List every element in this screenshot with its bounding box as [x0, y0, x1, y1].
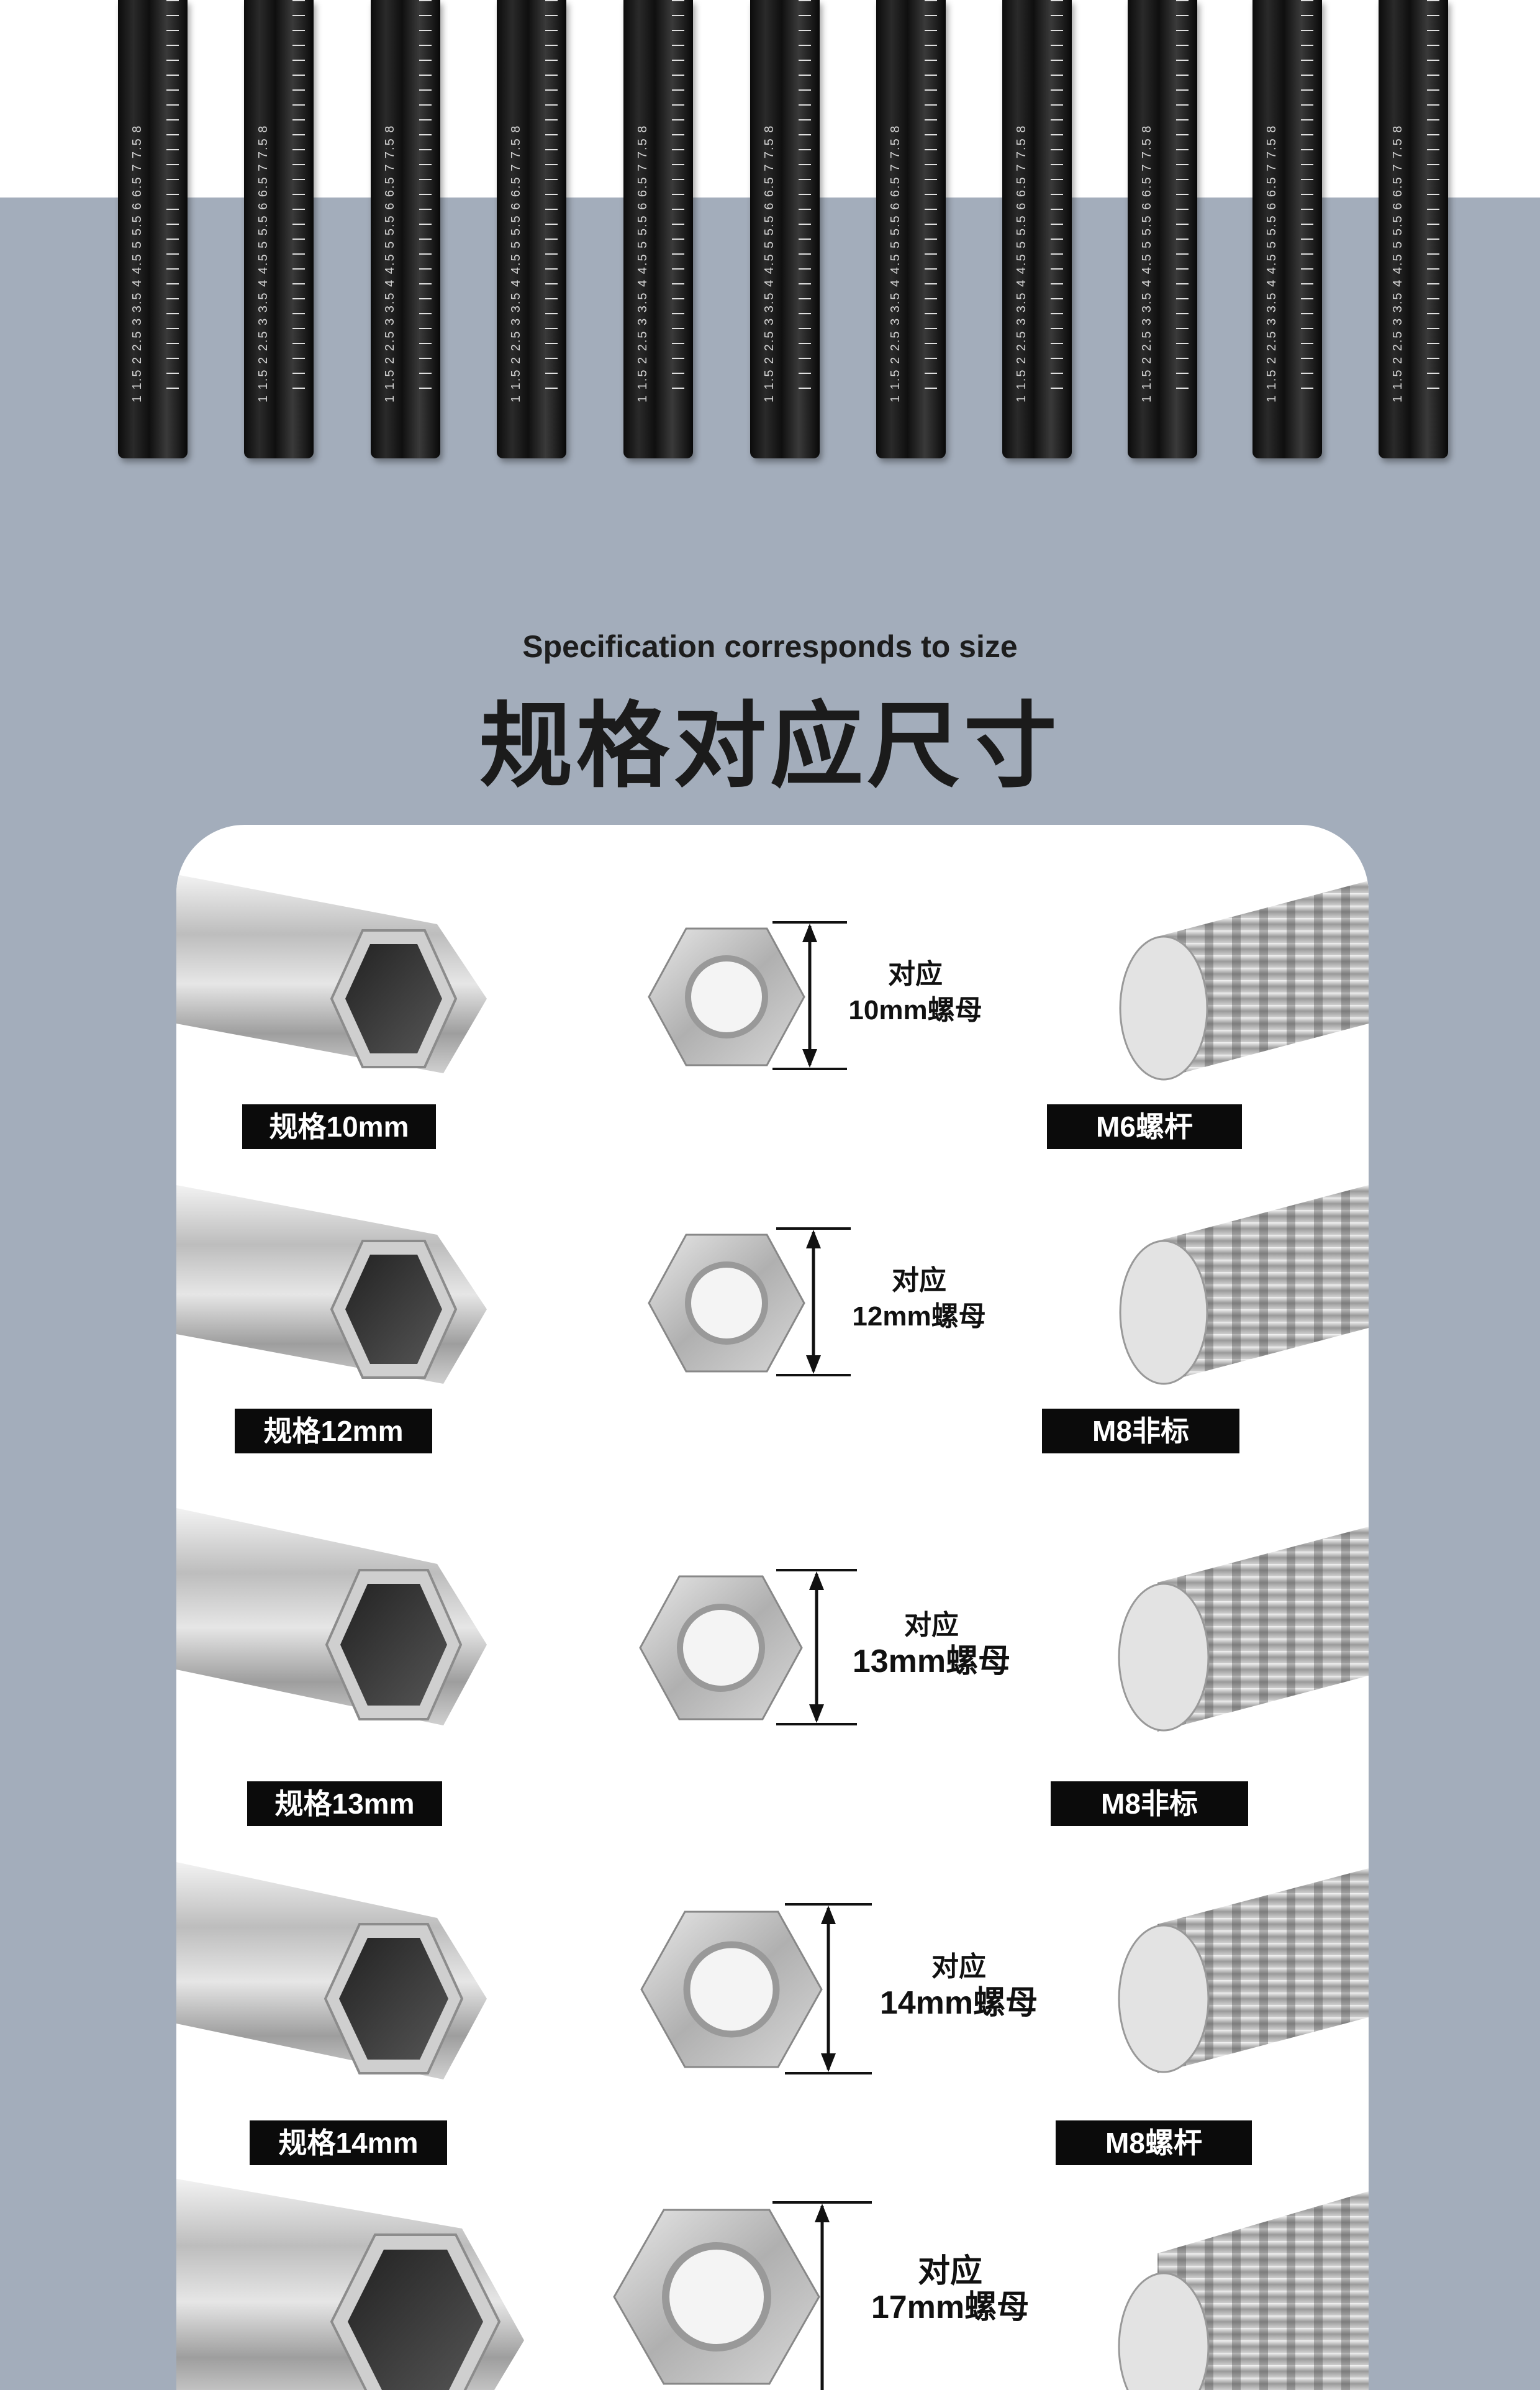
threaded-bolt-image — [1118, 2191, 1369, 2390]
tool-rod: 1 1.5 2 2.5 3 3.5 4 4.5 5 5.5 6 6.5 7 7.… — [1252, 0, 1322, 458]
nut-size-text: 对应 13mm螺母 — [838, 1607, 1025, 1679]
hex-nut-image — [648, 1234, 805, 1373]
size-row: 对应 13mm螺母 规格13mm M8非标 — [176, 1483, 1369, 1831]
rod-scale — [672, 0, 684, 398]
size-row: 对应 14mm螺母 规格14mm M8螺杆 — [176, 1843, 1369, 2166]
spec-label: 规格12mm — [235, 1409, 432, 1453]
nut-text-line2: 12mm螺母 — [852, 1301, 986, 1332]
nut-text-line1: 对应 — [888, 959, 943, 989]
rod-scale-text: 1 1.5 2 2.5 3 3.5 4 4.5 5 5.5 6 6.5 7 7.… — [130, 124, 144, 402]
size-row: 对应 10mm螺母 规格10mm M6螺杆 — [176, 825, 1369, 1173]
tool-rod: 1 1.5 2 2.5 3 3.5 4 4.5 5 5.5 6 6.5 7 7.… — [750, 0, 820, 458]
spec-label: 规格13mm — [247, 1781, 442, 1826]
section-title: 规格对应尺寸 — [479, 694, 1061, 798]
tool-rod: 1 1.5 2 2.5 3 3.5 4 4.5 5 5.5 6 6.5 7 7.… — [623, 0, 693, 458]
tool-rods-row: 1 1.5 2 2.5 3 3.5 4 4.5 5 5.5 6 6.5 7 7.… — [0, 0, 1540, 466]
bolt-label: M8非标 — [1042, 1409, 1239, 1453]
rod-scale-text: 1 1.5 2 2.5 3 3.5 4 4.5 5 5.5 6 6.5 7 7.… — [509, 124, 523, 402]
threaded-bolt-image — [1119, 881, 1369, 1081]
tool-rod: 1 1.5 2 2.5 3 3.5 4 4.5 5 5.5 6 6.5 7 7.… — [1002, 0, 1072, 458]
threaded-bolt-image — [1119, 1185, 1369, 1385]
hex-nut-image — [648, 927, 805, 1066]
rod-scale-text: 1 1.5 2 2.5 3 3.5 4 4.5 5 5.5 6 6.5 7 7.… — [889, 124, 902, 402]
nut-size-text: 对应 17mm螺母 — [851, 2253, 1049, 2325]
hex-tube-image — [176, 1508, 487, 1725]
rod-scale — [799, 0, 811, 398]
nut-text-line1: 对应 — [917, 2253, 982, 2289]
size-row: 对应 17mm螺母 — [176, 2179, 1369, 2390]
rod-scale-text: 1 1.5 2 2.5 3 3.5 4 4.5 5 5.5 6 6.5 7 7.… — [1391, 124, 1405, 402]
bolt-label: M6螺杆 — [1047, 1104, 1242, 1149]
rod-scale — [292, 0, 305, 398]
tool-rod: 1 1.5 2 2.5 3 3.5 4 4.5 5 5.5 6 6.5 7 7.… — [371, 0, 440, 458]
size-panel: 对应 10mm螺母 规格10mm M6螺杆 对应 12mm螺 — [176, 825, 1369, 2390]
nut-text-line1: 对应 — [904, 1610, 959, 1640]
nut-size-text: 对应 12mm螺母 — [832, 1263, 1006, 1335]
rod-scale — [1427, 0, 1439, 398]
dimension-arrow — [776, 1569, 857, 1725]
rod-scale — [545, 0, 558, 398]
spec-label: 规格10mm — [242, 1104, 436, 1149]
bolt-label: M8非标 — [1051, 1781, 1248, 1826]
tool-rod: 1 1.5 2 2.5 3 3.5 4 4.5 5 5.5 6 6.5 7 7.… — [497, 0, 566, 458]
rod-scale-text: 1 1.5 2 2.5 3 3.5 4 4.5 5 5.5 6 6.5 7 7.… — [256, 124, 270, 402]
hex-tube-image — [176, 2179, 524, 2390]
hex-nut-image — [640, 1911, 823, 2068]
rod-scale-text: 1 1.5 2 2.5 3 3.5 4 4.5 5 5.5 6 6.5 7 7.… — [1140, 124, 1154, 402]
size-row: 对应 12mm螺母 规格12mm M8非标 — [176, 1148, 1369, 1458]
hex-tube-image — [176, 875, 487, 1073]
nut-size-text: 对应 14mm螺母 — [859, 1949, 1058, 2021]
nut-text-line2: 13mm螺母 — [852, 1643, 1011, 1679]
rod-scale — [1176, 0, 1189, 398]
nut-text-line2: 10mm螺母 — [848, 995, 982, 1025]
hex-tube-image — [176, 1185, 487, 1384]
rod-scale-text: 1 1.5 2 2.5 3 3.5 4 4.5 5 5.5 6 6.5 7 7.… — [636, 124, 650, 402]
rod-scale — [1051, 0, 1063, 398]
rod-scale-text: 1 1.5 2 2.5 3 3.5 4 4.5 5 5.5 6 6.5 7 7.… — [1015, 124, 1028, 402]
bolt-label: M8螺杆 — [1056, 2120, 1252, 2165]
tool-rod: 1 1.5 2 2.5 3 3.5 4 4.5 5 5.5 6 6.5 7 7.… — [1379, 0, 1448, 458]
spec-label: 规格14mm — [250, 2120, 447, 2165]
rod-scale — [925, 0, 937, 398]
tool-rod: 1 1.5 2 2.5 3 3.5 4 4.5 5 5.5 6 6.5 7 7.… — [118, 0, 188, 458]
threaded-bolt-image — [1118, 1527, 1369, 1732]
rod-scale — [419, 0, 432, 398]
section-subtitle: Specification corresponds to size — [522, 629, 1018, 664]
dimension-arrow — [776, 1227, 851, 1376]
tool-rod: 1 1.5 2 2.5 3 3.5 4 4.5 5 5.5 6 6.5 7 7.… — [876, 0, 946, 458]
dimension-arrow — [772, 2201, 872, 2390]
nut-size-text: 对应 10mm螺母 — [828, 956, 1002, 1029]
rod-scale-text: 1 1.5 2 2.5 3 3.5 4 4.5 5 5.5 6 6.5 7 7.… — [383, 124, 397, 402]
rod-scale-text: 1 1.5 2 2.5 3 3.5 4 4.5 5 5.5 6 6.5 7 7.… — [763, 124, 776, 402]
nut-text-line1: 对应 — [892, 1265, 946, 1296]
dimension-arrow — [785, 1903, 872, 2074]
threaded-bolt-image — [1118, 1868, 1369, 2073]
hex-tube-image — [176, 1862, 487, 2079]
nut-text-line2: 17mm螺母 — [871, 2289, 1030, 2325]
nut-text-line2: 14mm螺母 — [879, 1985, 1038, 2021]
tool-rod: 1 1.5 2 2.5 3 3.5 4 4.5 5 5.5 6 6.5 7 7.… — [1128, 0, 1197, 458]
hex-nut-image — [613, 2209, 820, 2385]
hex-nut-image — [639, 1575, 803, 1720]
rod-scale-text: 1 1.5 2 2.5 3 3.5 4 4.5 5 5.5 6 6.5 7 7.… — [1265, 124, 1279, 402]
dimension-arrow — [772, 921, 847, 1070]
nut-text-line1: 对应 — [931, 1952, 986, 1982]
rod-scale — [166, 0, 179, 398]
rod-scale — [1301, 0, 1313, 398]
tool-rod: 1 1.5 2 2.5 3 3.5 4 4.5 5 5.5 6 6.5 7 7.… — [244, 0, 314, 458]
